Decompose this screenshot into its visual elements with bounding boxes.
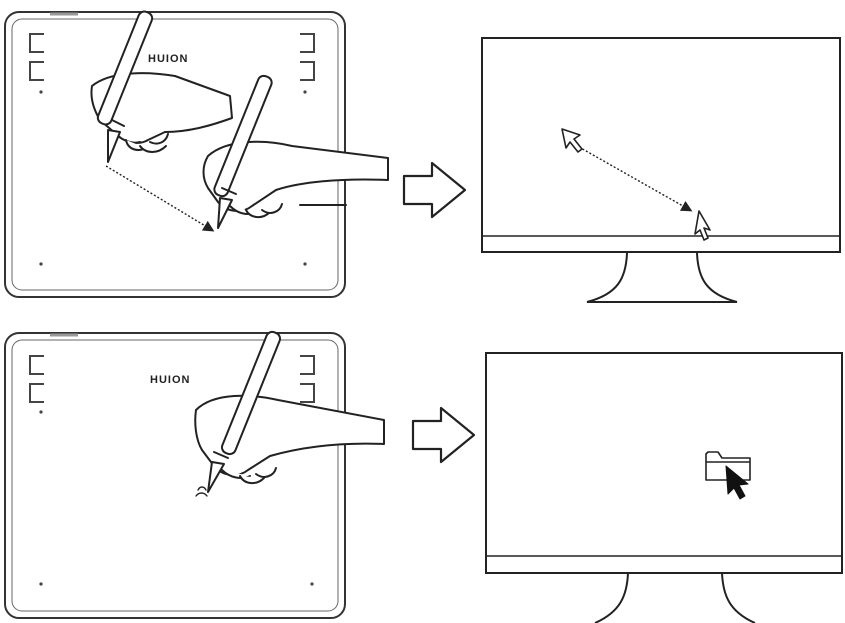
tap-marks [195,486,208,497]
panel-cursor-move: HUION [4,10,841,303]
cursor-arrow-icon [725,465,749,500]
tablet-brand-label: HUION [150,374,190,386]
cursor-arrow-icon [694,210,711,241]
arrow-right-icon [411,406,476,464]
cursor-move-trace [561,128,711,241]
folder-icon [705,451,751,481]
pen-movement-trace [105,165,215,232]
panel-folder-click: HUION [4,330,843,623]
monitor [485,352,843,623]
cursor-arrow-icon [561,128,583,153]
express-keys-left [29,355,44,403]
express-keys-right [300,33,315,81]
hand-with-pen-icon [90,10,233,163]
express-keys-right [300,355,315,403]
hand-with-pen-icon [194,330,385,493]
tablet-brand-label: HUION [148,53,188,65]
drawing-tablet: HUION [4,332,346,619]
arrow-right-icon [402,161,467,219]
hand-with-pen-icon [202,74,389,229]
express-keys-left [29,33,44,81]
monitor [481,37,841,303]
